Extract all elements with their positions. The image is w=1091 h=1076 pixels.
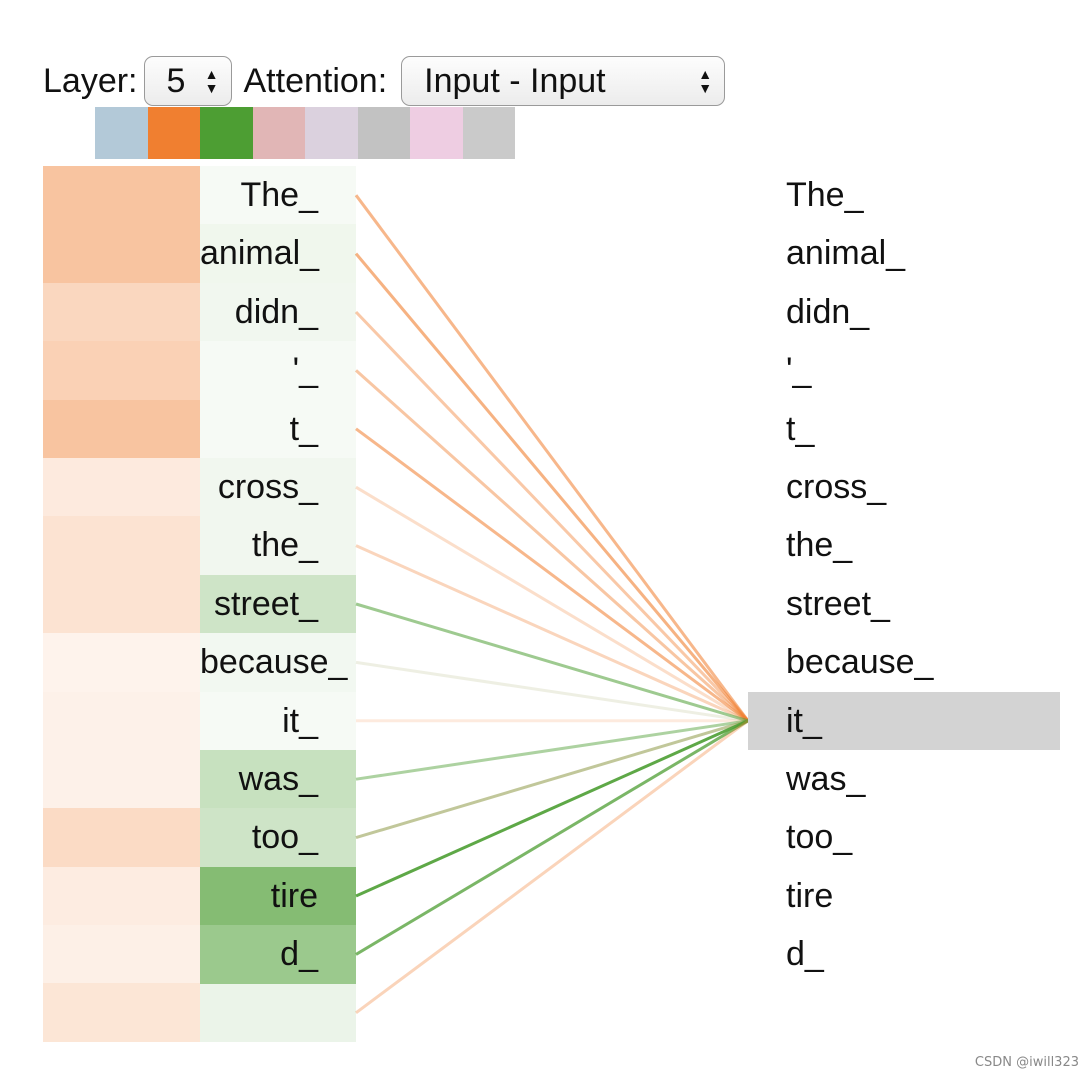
right-token[interactable]: was_ bbox=[786, 760, 866, 798]
right-token[interactable]: tire bbox=[786, 876, 834, 915]
left-token[interactable]: was_ bbox=[200, 750, 356, 809]
attention-line bbox=[354, 310, 750, 722]
left-token[interactable]: cross_ bbox=[200, 458, 356, 517]
left-token[interactable]: t_ bbox=[200, 399, 356, 458]
attention-line bbox=[355, 544, 749, 723]
head-swatch-7[interactable] bbox=[410, 107, 463, 159]
left-token[interactable]: street_ bbox=[200, 574, 356, 634]
right-token[interactable]: The_ bbox=[786, 176, 864, 214]
attention-line bbox=[355, 660, 749, 723]
left-token[interactable]: it_ bbox=[200, 691, 356, 750]
attention-line bbox=[355, 719, 749, 1015]
right-token[interactable]: t_ bbox=[786, 409, 815, 448]
right-token[interactable]: '_ bbox=[786, 351, 812, 390]
head1-weight-cell bbox=[43, 399, 200, 458]
attention-line bbox=[355, 719, 749, 840]
head1-weight-cell bbox=[43, 516, 200, 575]
left-token[interactable]: The_ bbox=[200, 166, 356, 225]
select-arrows-icon: ▲▼ bbox=[204, 66, 219, 96]
attention-select[interactable]: Input - Input ▲▼ bbox=[401, 56, 726, 106]
head1-weight-cell bbox=[43, 925, 200, 984]
head1-weight-cell bbox=[43, 691, 200, 750]
head1-weight-cell bbox=[43, 574, 200, 634]
head-color-swatches bbox=[95, 107, 515, 159]
right-token-selected[interactable]: it_ bbox=[748, 691, 1060, 750]
right-token[interactable]: didn_ bbox=[786, 292, 870, 331]
left-token[interactable]: the_ bbox=[200, 516, 356, 575]
left-token[interactable]: d_ bbox=[200, 925, 356, 984]
left-token[interactable]: tire bbox=[200, 866, 356, 926]
left-token[interactable]: because_ bbox=[200, 633, 356, 692]
head1-weight-cell bbox=[43, 749, 200, 809]
head-swatch-8[interactable] bbox=[462, 107, 515, 159]
attention-line bbox=[355, 485, 749, 723]
left-token[interactable]: didn_ bbox=[200, 282, 356, 342]
right-token[interactable]: because_ bbox=[786, 643, 934, 682]
right-token[interactable]: animal_ bbox=[786, 234, 906, 273]
layer-value: 5 bbox=[166, 61, 186, 100]
right-token[interactable]: cross_ bbox=[786, 468, 887, 506]
head1-weight-cell bbox=[43, 808, 200, 867]
right-token[interactable]: too_ bbox=[786, 818, 853, 857]
right-token[interactable]: d_ bbox=[786, 935, 824, 974]
right-token[interactable]: the_ bbox=[786, 526, 853, 565]
head1-weight-cell bbox=[43, 457, 200, 517]
select-arrows-icon: ▲▼ bbox=[698, 66, 713, 96]
left-token[interactable]: too_ bbox=[200, 808, 356, 867]
head-swatch-6[interactable] bbox=[357, 107, 410, 159]
head-swatch-1[interactable] bbox=[95, 107, 148, 159]
credit-watermark: CSDN @iwill323 bbox=[974, 1055, 1079, 1070]
head1-weight-cell bbox=[43, 633, 200, 692]
attention-heatmap-column bbox=[43, 166, 200, 1042]
attention-line bbox=[355, 602, 749, 723]
head1-weight-cell bbox=[43, 166, 200, 225]
head1-weight-cell bbox=[43, 224, 200, 283]
attention-line bbox=[354, 252, 750, 722]
head1-weight-cell bbox=[43, 341, 200, 400]
attention-value: Input - Input bbox=[424, 61, 606, 100]
right-token[interactable]: street_ bbox=[786, 584, 890, 623]
attention-line bbox=[355, 719, 749, 956]
head1-weight-cell bbox=[43, 866, 200, 926]
attention-line bbox=[355, 719, 749, 781]
attention-label: Attention: bbox=[243, 61, 388, 100]
controls-bar: Layer: 5 ▲▼ Attention: Input - Input ▲▼ bbox=[43, 54, 726, 108]
head-swatch-2[interactable] bbox=[147, 107, 200, 159]
attention-line bbox=[355, 719, 749, 898]
left-token[interactable]: animal_ bbox=[200, 224, 356, 283]
head1-weight-cell bbox=[43, 282, 200, 342]
left-token[interactable]: '_ bbox=[200, 341, 356, 400]
head-swatch-3[interactable] bbox=[200, 107, 253, 159]
left-token[interactable] bbox=[200, 983, 356, 1042]
attention-line bbox=[355, 427, 749, 723]
layer-select[interactable]: 5 ▲▼ bbox=[143, 56, 232, 106]
attention-line bbox=[354, 194, 750, 722]
layer-label: Layer: bbox=[43, 61, 138, 100]
head1-weight-cell bbox=[43, 983, 200, 1042]
head-swatch-4[interactable] bbox=[252, 107, 305, 159]
head-swatch-5[interactable] bbox=[305, 107, 358, 159]
attention-line bbox=[355, 369, 749, 722]
